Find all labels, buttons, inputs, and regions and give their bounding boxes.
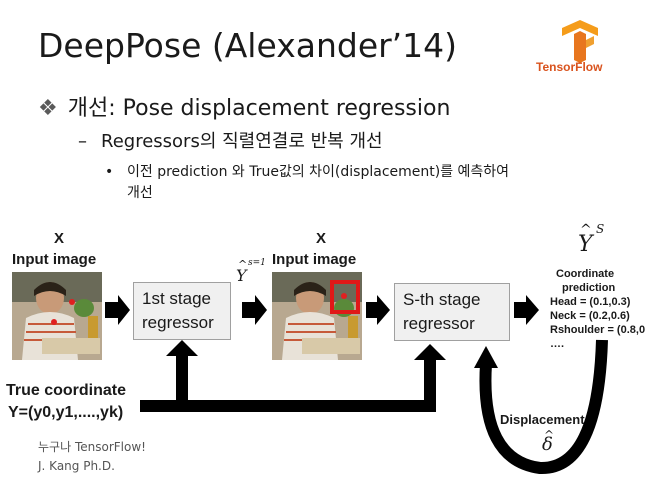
bullet-3-text-1: 이전 prediction 와 True값의 차이(displacement)를… [127, 164, 510, 180]
footer-line-2: J. Kang Ph.D. [38, 459, 115, 473]
arrow-up-icon [166, 340, 198, 412]
bullet-3-line-1: • 이전 prediction 와 True값의 차이(displacement… [105, 162, 625, 183]
stageS-line-2: regressor [403, 314, 475, 333]
hat-icon: ^ [238, 258, 248, 271]
coord-rshoulder: Rshoulder = (0.8,0 [550, 324, 645, 336]
bullet-1-text: : Pose displacement regression [108, 96, 451, 121]
arrow-right-icon [514, 295, 539, 325]
input-image-label-2: Input image [272, 251, 357, 268]
arrow-up-icon [414, 344, 446, 412]
bullet-3: • 이전 prediction 와 True값의 차이(displacement… [105, 162, 625, 204]
coord-head: Head = (0.1,0.3) [550, 296, 631, 308]
input-image-label-1: Input image [12, 251, 97, 268]
true-coordinate-value: Y=(y0,y1,....,yk) [8, 404, 124, 421]
footer-line-1: 누구나 TensorFlow! [38, 438, 146, 457]
coord-more: …. [550, 338, 565, 350]
tensorflow-logo-icon [562, 20, 598, 63]
arrow-right-icon [105, 295, 130, 325]
stage1-regressor-box: 1st stage regressor [133, 282, 231, 340]
y-hat-final-symbol: ^ Y S [576, 222, 616, 262]
y-hat-final-base: Y [578, 232, 593, 257]
delta-symbol: δ [542, 434, 553, 455]
hat-icon-final: ^ [580, 222, 592, 238]
arrow-right-icon [366, 295, 390, 325]
input-photo-2 [272, 272, 362, 360]
arrow-up-icon [474, 346, 498, 368]
bullet-2-text: Regressors의 직렬연결로 반복 개선 [101, 131, 383, 152]
coord-title-2: prediction [562, 282, 616, 294]
logo-text: TensorFlow [536, 60, 603, 74]
dot-bullet-icon: • [105, 164, 114, 180]
x-label-2: X [316, 230, 327, 247]
y-hat-s1-symbol: ^ Y s=1 [236, 258, 272, 288]
footer-line-1-ko: 누구나 [38, 440, 72, 454]
bullet-1-prefix: 개선 [67, 96, 109, 121]
dash-bullet-icon: – [78, 131, 87, 152]
coord-neck: Neck = (0.2,0.6) [550, 310, 630, 322]
bullet-3-line-2: 개선 [127, 185, 153, 201]
bullet-2: –Regressors의 직렬연결로 반복 개선 [78, 127, 383, 153]
stageS-line-1: S-th stage [403, 290, 481, 309]
displacement-label: Displacement [500, 412, 585, 427]
delta-hat-symbol: ^ δ [540, 428, 560, 455]
true-coordinate-label: True coordinate [6, 382, 127, 399]
footer-line-1-en: TensorFlow! [71, 440, 146, 454]
bullet-1: ❖ 개선: Pose displacement regression [38, 90, 450, 122]
input-photo-1 [12, 272, 102, 360]
footer: 누구나 TensorFlow! J. Kang Ph.D. [38, 438, 146, 476]
coord-title-1: Coordinate [556, 268, 615, 280]
arrow-right-icon [242, 295, 267, 325]
stageS-regressor-box: S-th stage regressor [394, 283, 510, 341]
stage1-line-1: 1st stage [142, 289, 211, 308]
x-label-1: X [54, 230, 65, 247]
y-hat-final-sup: S [596, 222, 605, 236]
crop-box [330, 280, 360, 314]
y-hat-s1-base: Y [236, 266, 247, 285]
y-hat-s1-sup: s=1 [248, 258, 266, 268]
slide-title: DeepPose (Alexander’14) [38, 26, 458, 65]
diamond-bullet-icon: ❖ [38, 96, 58, 121]
stage1-line-2: regressor [142, 313, 214, 332]
